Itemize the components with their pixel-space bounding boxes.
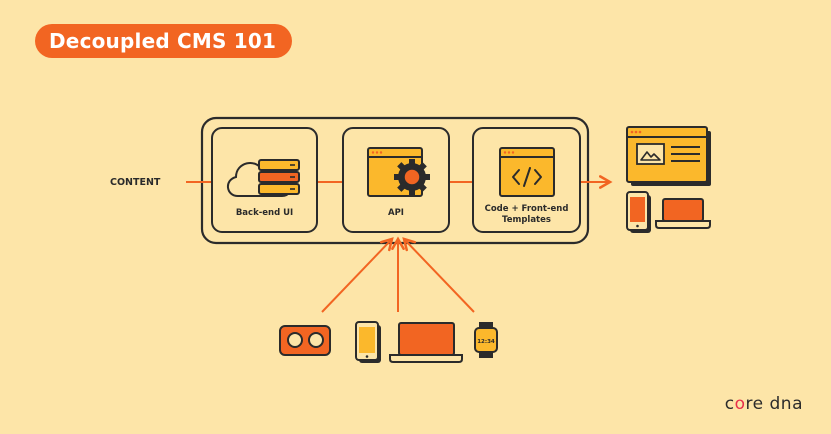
content-label: CONTENT [110,177,161,188]
api-gear-window-icon [367,147,430,197]
code-window-icon [499,147,555,197]
tablet-icon [355,321,381,363]
backend-box [211,127,318,233]
arrow-from-vr [321,237,394,313]
phone-icon [626,191,651,233]
title-badge: Decoupled CMS 101 [35,24,293,58]
api-label: API [388,208,404,218]
laptop-icon [655,198,711,229]
laptop-icon [389,322,463,363]
logo-part2: re dna [745,394,803,414]
templates-label-line2: Templates [502,215,551,225]
cloud-server-icon [227,159,300,197]
watch-time: 12:34 [477,339,495,345]
vr-headset-icon [279,325,331,356]
logo-dot: o [734,394,746,414]
smartwatch-icon: 12:34 [474,322,498,358]
logo-part1: c [724,394,735,414]
webpage-icon [626,126,711,186]
templates-box [472,127,581,233]
api-box [342,127,450,233]
coredna-logo: core dna [725,394,803,414]
backend-label: Back-end UI [235,208,294,218]
arrow-from-watch [402,237,475,313]
templates-label-line1: Code + Front-end [484,204,569,214]
